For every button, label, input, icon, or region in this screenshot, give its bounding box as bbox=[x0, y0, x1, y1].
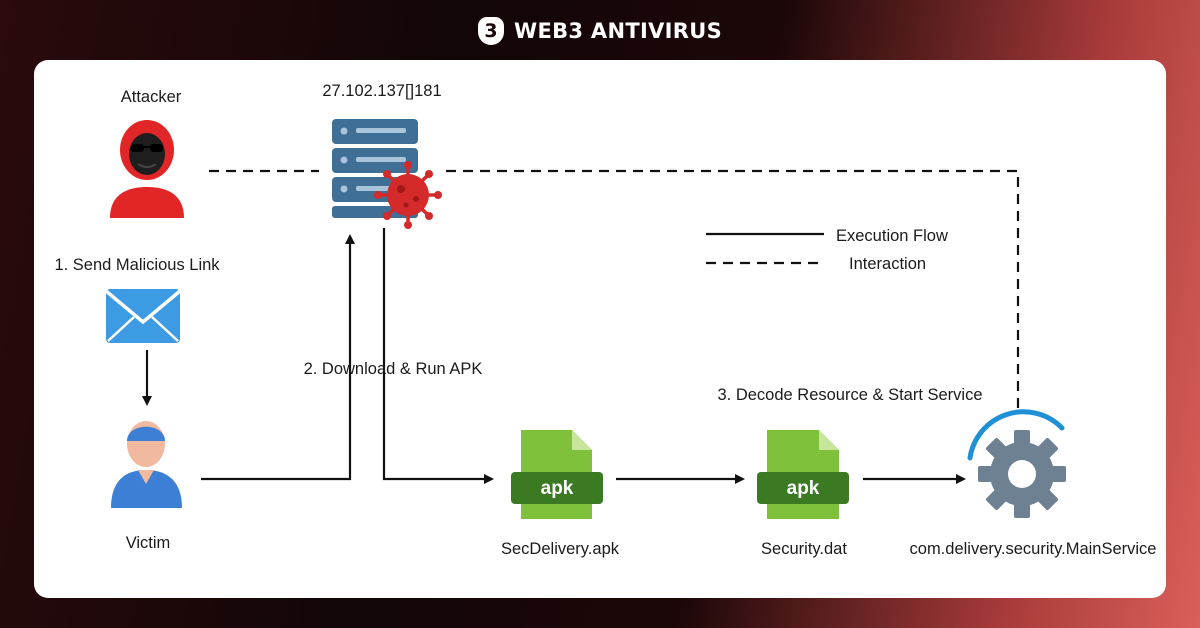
arrow-server-apk bbox=[382, 228, 494, 484]
diagram-card: Attacker 27.102.137[]181 1. Send Malicio… bbox=[34, 60, 1166, 598]
step2-label: 2. Download & Run APK bbox=[303, 360, 483, 378]
legend-execution-flow-label: Execution Flow bbox=[836, 227, 948, 245]
apk-badge-text: apk bbox=[540, 478, 574, 499]
flow-diagram bbox=[104, 119, 1066, 519]
brand-name: WEB3 ANTIVIRUS bbox=[513, 19, 723, 43]
arrow-victim-server bbox=[201, 234, 355, 481]
server-ip-label: 27.102.137[]181 bbox=[322, 82, 442, 100]
gear-icon bbox=[967, 409, 1066, 518]
dat-file-icon bbox=[757, 430, 849, 519]
user-icon bbox=[111, 421, 182, 508]
hooded-hacker-icon bbox=[110, 120, 184, 218]
dat-file-label: Security.dat bbox=[761, 540, 847, 558]
dat-badge-text: apk bbox=[786, 478, 820, 499]
envelope-icon bbox=[104, 289, 182, 343]
interaction-line-server-service bbox=[446, 169, 1020, 410]
apk-file-label: SecDelivery.apk bbox=[501, 540, 619, 558]
service-label: com.delivery.security.MainService bbox=[909, 540, 1157, 558]
legend-interaction-label: Interaction bbox=[849, 255, 927, 273]
step3-label: 3. Decode Resource & Start Service bbox=[717, 386, 983, 404]
virus-icon bbox=[374, 161, 442, 229]
brand-header: 3 WEB3 ANTIVIRUS bbox=[0, 14, 1200, 48]
victim-label: Victim bbox=[125, 534, 171, 552]
brand-logo-icon: 3 bbox=[477, 17, 504, 45]
apk-file-icon bbox=[511, 430, 603, 519]
step1-label: 1. Send Malicious Link bbox=[54, 256, 220, 274]
attacker-label: Attacker bbox=[120, 88, 182, 106]
